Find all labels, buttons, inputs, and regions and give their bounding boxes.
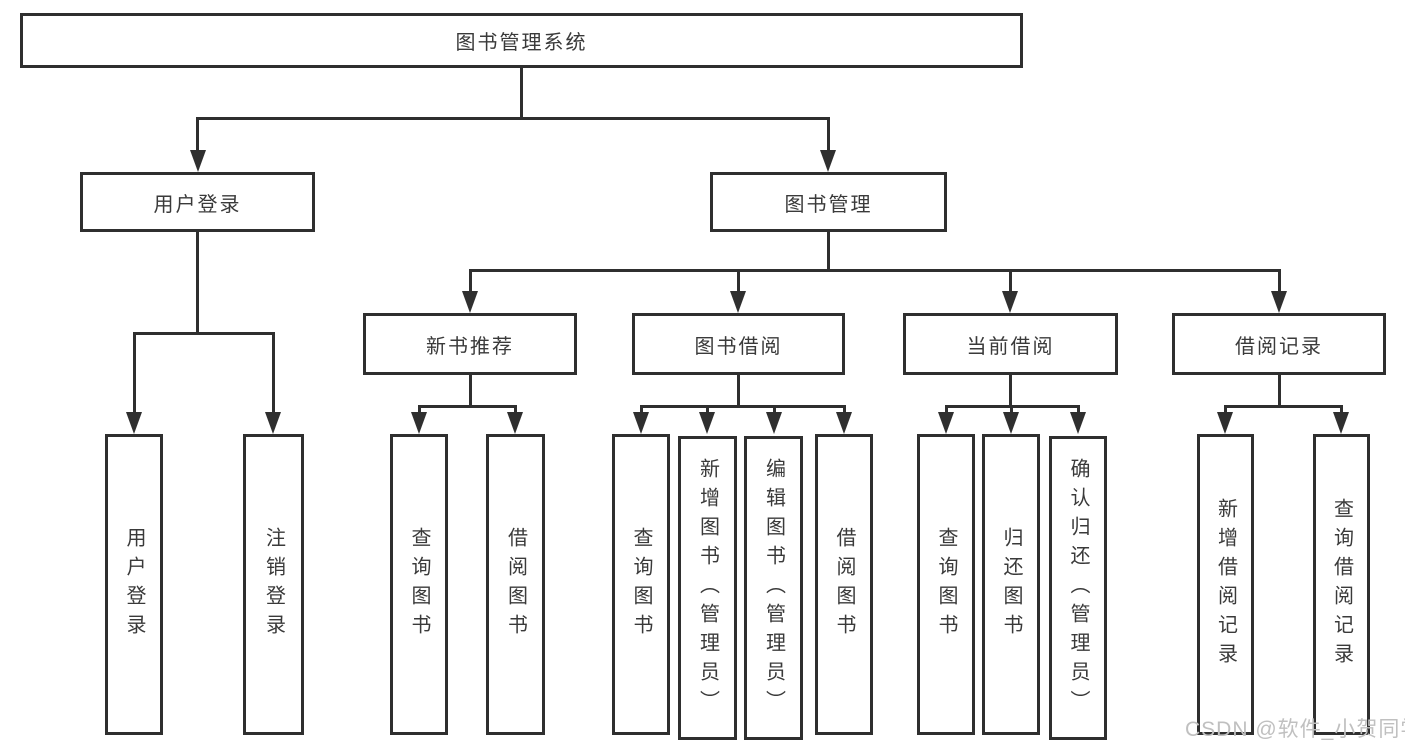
connector-stem [773,405,776,415]
connector-root-horizontal [196,117,830,120]
node-label: 查询图书 [630,526,652,643]
csdn-watermark: CSDN @软件_小贺同学 [1185,718,1405,741]
connector-records-horizontal [1224,405,1343,408]
connector-stem [827,117,830,153]
arrowhead-down [190,150,206,172]
node-label: 借阅图书 [833,526,855,643]
leaf-borrow-books-borrowing: 借阅图书 [815,434,873,735]
connector-stem [706,405,709,415]
connector-stem [133,332,136,414]
node-label: 图书借阅 [694,335,783,358]
arrowhead-down [820,150,836,172]
node-book-management: 图书管理 [710,172,947,232]
arrowhead-down [633,412,649,434]
node-label: 当前借阅 [966,335,1055,358]
arrowhead-down [1002,291,1018,313]
node-book-borrowing: 图书借阅 [632,313,845,375]
node-label: 借阅图书 [504,526,527,643]
connector-stem [1224,405,1227,415]
node-label: 图书管理 [784,193,873,216]
connector-stem [843,405,846,415]
connector-bookmgmt-vertical [827,232,830,272]
arrowhead-down [411,412,427,434]
node-label: 确认归还（管理员） [1067,457,1089,719]
connector-bookmgmt-horizontal [469,269,1281,272]
arrowhead-down [1070,412,1086,434]
leaf-return-books: 归还图书 [982,434,1040,735]
leaf-user-login: 用户登录 [105,434,163,735]
connector-stem [469,269,472,293]
node-label: 注销登录 [262,526,285,643]
arrowhead-down [462,291,478,313]
connector-stem [945,405,948,415]
arrowhead-down [126,412,142,434]
node-label: 用户登录 [153,193,242,216]
leaf-confirm-return-admin: 确认归还（管理员） [1049,436,1107,740]
arrowhead-down [730,291,746,313]
connector-current-vertical [1009,375,1012,408]
connector-stem [418,405,421,415]
connector-userlogin-horizontal [133,332,275,335]
leaf-query-books-recommend: 查询图书 [390,434,448,735]
connector-stem [1278,269,1281,293]
node-label: 查询图书 [935,526,957,643]
arrowhead-down [1003,412,1019,434]
node-label: 用户登录 [123,526,145,643]
arrowhead-down [1271,291,1287,313]
arrowhead-down [507,412,523,434]
node-label: 查询借阅记录 [1330,497,1353,672]
leaf-add-borrow-record: 新增借阅记录 [1197,434,1254,735]
leaf-query-books-borrowing: 查询图书 [612,434,670,735]
node-borrowing-records: 借阅记录 [1172,313,1386,375]
node-new-book-recommend: 新书推荐 [363,313,577,375]
connector-stem [1010,405,1013,415]
node-label: 新书推荐 [426,335,514,358]
connector-stem [514,405,517,415]
leaf-borrow-books-recommend: 借阅图书 [486,434,545,735]
connector-stem [272,332,275,414]
node-label: 新增借阅记录 [1214,497,1237,672]
connector-stem [1077,405,1080,415]
connector-stem [737,269,740,293]
node-label: 编辑图书（管理员） [762,457,785,719]
connector-borrow-horizontal [640,405,846,408]
leaf-logout: 注销登录 [243,434,304,735]
leaf-query-borrow-record: 查询借阅记录 [1313,434,1370,735]
arrowhead-down [699,412,715,434]
connector-records-vertical [1278,375,1281,408]
node-label: 图书管理系统 [455,32,588,54]
leaf-query-books-current: 查询图书 [917,434,975,735]
connector-stem [640,405,643,415]
connector-root-vertical [520,68,523,120]
arrowhead-down [1333,412,1349,434]
arrowhead-down [836,412,852,434]
arrowhead-down [766,412,782,434]
connector-stem [196,117,199,153]
leaf-edit-books-admin: 编辑图书（管理员） [744,436,803,740]
arrowhead-down [265,412,281,434]
node-user-login: 用户登录 [80,172,315,232]
arrowhead-down [938,412,954,434]
connector-stem [1340,405,1343,415]
node-book-management-system: 图书管理系统 [20,13,1023,68]
connector-stem [1009,269,1012,293]
node-label: 借阅记录 [1235,335,1323,358]
connector-borrow-vertical [737,375,740,408]
node-label: 归还图书 [1000,526,1022,643]
connector-newbook-horizontal [418,405,517,408]
connector-userlogin-vertical [196,232,199,335]
node-current-borrowing: 当前借阅 [903,313,1118,375]
arrowhead-down [1217,412,1233,434]
node-label: 新增图书（管理员） [696,457,719,719]
leaf-add-books-admin: 新增图书（管理员） [678,436,737,740]
node-label: 查询图书 [408,526,430,643]
connector-newbook-vertical [469,375,472,408]
